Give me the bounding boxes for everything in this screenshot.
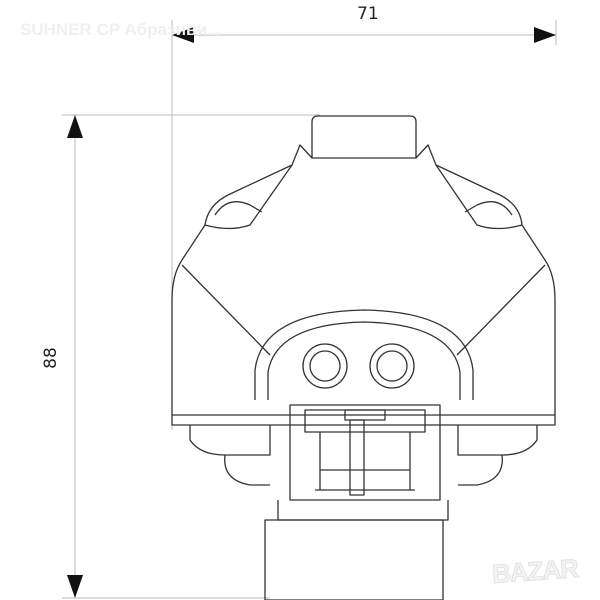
base-block	[264, 519, 444, 600]
arch	[254, 309, 474, 400]
upper-hood	[171, 144, 556, 416]
width-dimension-label: 71	[357, 4, 379, 24]
bazar-logo: BAZAR	[491, 553, 580, 590]
watermark-text: SUHNER CP Абразиви...	[20, 20, 222, 39]
mechanism	[289, 404, 441, 501]
height-dimension-label: 88	[40, 347, 61, 369]
dimension-arrows	[67, 27, 556, 598]
dimension-lines	[62, 20, 557, 599]
part-outline	[171, 115, 556, 600]
center-cone	[181, 264, 546, 356]
lower-body	[189, 425, 271, 456]
right-port	[369, 343, 415, 389]
base-flange	[277, 500, 449, 521]
top-knob	[311, 115, 417, 158]
left-port	[302, 343, 348, 389]
